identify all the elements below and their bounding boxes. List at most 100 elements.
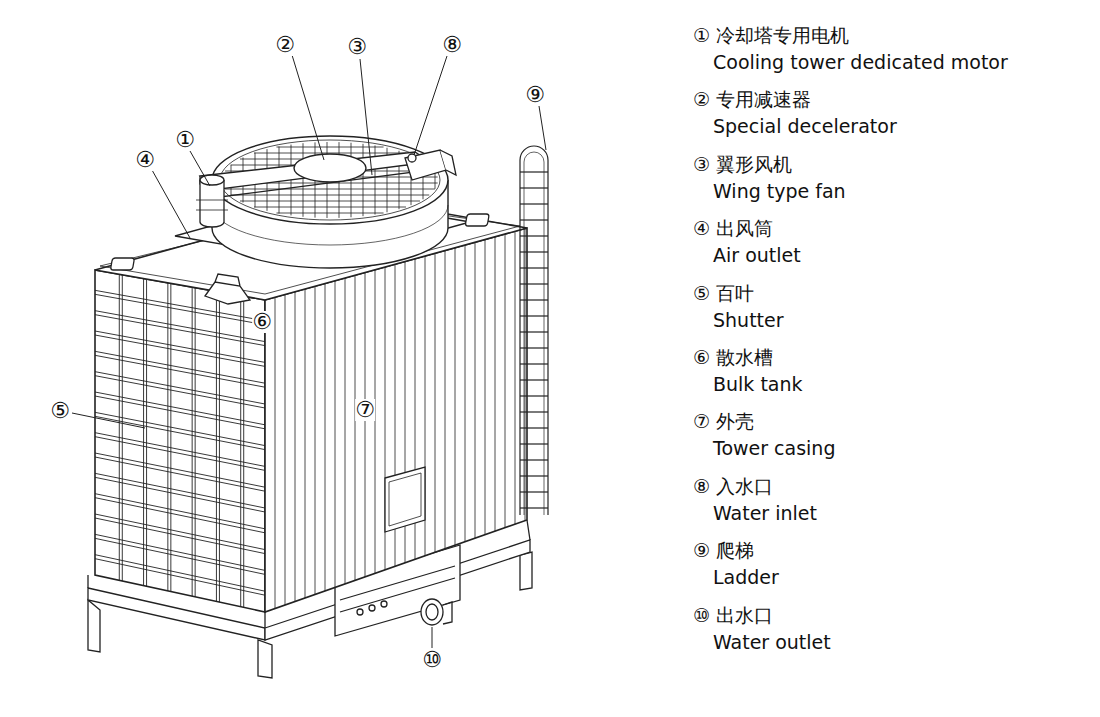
louver-mullion	[167, 283, 168, 591]
drive-assembly	[196, 150, 456, 227]
distribution-basin	[205, 274, 250, 304]
callout-number: ⑩	[422, 649, 442, 671]
casing-rib	[295, 292, 296, 602]
ladder	[520, 146, 548, 515]
casing-rib	[285, 295, 286, 605]
grid-bar	[276, 147, 383, 148]
part-name-cn: ② 专用减速器	[693, 89, 811, 111]
louver-slat	[95, 433, 265, 467]
vent-hatch	[465, 214, 489, 226]
ladder-rung	[520, 315, 548, 316]
ladder-rung	[520, 251, 548, 252]
callout-number: ⑤	[50, 400, 70, 422]
ladder-rung	[520, 331, 548, 332]
part-name-en: Cooling tower dedicated motor	[713, 52, 1008, 74]
louver-slat	[95, 376, 265, 408]
casing-rib	[275, 297, 276, 608]
casing-rib	[485, 240, 486, 535]
louver-slat	[95, 392, 265, 425]
part-name-cn: ① 冷却塔专用电机	[693, 25, 849, 47]
grid-bar	[225, 189, 435, 190]
ladder-rung	[520, 347, 548, 348]
louver-mullion	[192, 287, 193, 596]
louver-mullion	[143, 279, 144, 586]
part-name-cn: ⑦ 外壳	[693, 411, 754, 433]
part-name-en: Air outlet	[713, 245, 801, 267]
louver-slat	[95, 555, 265, 592]
grid-bar	[303, 143, 304, 217]
grid-bar	[276, 213, 383, 214]
louver-mullion	[240, 296, 241, 607]
louver-mullion	[219, 292, 220, 602]
ladder-rung	[520, 427, 548, 428]
casing-rib	[495, 237, 496, 531]
louver-face	[95, 270, 265, 612]
ladder-rung	[520, 443, 548, 444]
callout-number: ⑨	[525, 84, 545, 106]
louver-slat	[95, 335, 265, 366]
ladder-rung	[520, 235, 548, 236]
vent-hatch	[110, 258, 134, 270]
louver-mullion	[146, 279, 147, 586]
callout-number: ①	[175, 129, 195, 151]
ladder-rung	[520, 379, 548, 380]
casing-rib	[445, 251, 446, 549]
louver-slat	[95, 372, 265, 404]
casing-rib	[325, 284, 326, 591]
casing-rib	[465, 245, 466, 542]
ladder-rung	[520, 395, 548, 396]
louver-slat	[95, 477, 265, 512]
part-name-cn: ⑧ 入水口	[693, 476, 773, 498]
ladder-rung	[520, 411, 548, 412]
part-name-cn: ④ 出风筒	[693, 218, 773, 240]
ladder-rung	[520, 187, 548, 188]
part-name-en: Wing type fan	[713, 181, 846, 203]
louver-slat	[95, 412, 265, 445]
casing-rib	[305, 289, 306, 598]
callout-number: ③	[347, 36, 367, 58]
louver-mullion	[119, 274, 120, 580]
louver-slat	[95, 355, 265, 387]
access-door	[385, 467, 425, 532]
part-name-cn: ⑤ 百叶	[693, 283, 754, 305]
louver-slat	[95, 453, 265, 487]
part-name-en: Tower casing	[713, 438, 835, 460]
casing-rib	[365, 273, 366, 577]
ladder-rung	[520, 363, 548, 364]
louver-slat	[95, 311, 265, 342]
fan-stack	[212, 136, 448, 268]
part-name-cn: ⑥ 散水槽	[693, 347, 773, 369]
ladder-rung	[520, 283, 548, 284]
louver-slat	[95, 331, 265, 362]
part-name-en: Water outlet	[713, 632, 831, 654]
access-door-inner	[389, 473, 421, 526]
ladder-rung	[520, 267, 548, 268]
casing-rib	[345, 278, 346, 584]
louver-slat	[95, 534, 265, 570]
casing-rib	[355, 275, 356, 580]
callout-number: ⑥	[252, 311, 272, 333]
grid-bar	[240, 201, 420, 202]
louver-mullion	[216, 291, 217, 601]
casing-rib	[435, 253, 436, 552]
casing-rib	[515, 231, 516, 524]
casing-rib	[315, 286, 316, 594]
ladder-rung	[520, 507, 548, 508]
louver-slat	[95, 396, 265, 429]
casing-rib	[505, 234, 506, 528]
casing-rib	[475, 242, 476, 538]
part-name-cn: ⑩ 出水口	[693, 605, 773, 627]
ladder-rung	[520, 171, 548, 172]
louver-slat	[95, 559, 265, 596]
louver-slat	[95, 498, 265, 533]
louver-slat	[95, 514, 265, 550]
part-name-cn: ③ 翼形风机	[693, 154, 792, 176]
part-name-cn: ⑨ 爬梯	[693, 540, 754, 562]
part-name-en: Ladder	[713, 567, 779, 589]
grid-bar	[363, 144, 364, 216]
part-name-en: Bulk tank	[713, 374, 803, 396]
louver-slat	[95, 315, 265, 346]
leader-lines	[72, 55, 546, 648]
louver-slats	[95, 274, 265, 607]
louver-slat	[95, 518, 265, 554]
